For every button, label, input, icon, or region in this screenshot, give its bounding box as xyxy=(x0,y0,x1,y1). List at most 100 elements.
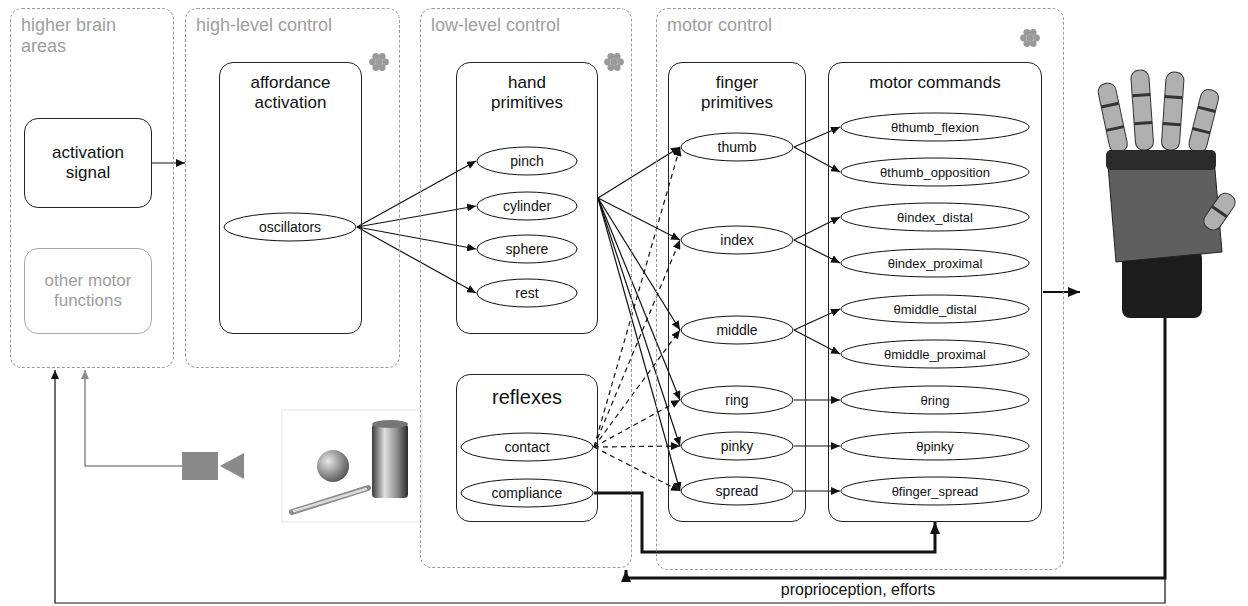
primitive-ellipse: ring xyxy=(680,385,794,415)
ellipse-shape xyxy=(841,386,1029,414)
panel-heading: high-level control xyxy=(196,15,399,36)
ellipse-label: spread xyxy=(716,483,759,499)
box-title: activation signal xyxy=(38,143,138,184)
command-label: θthumb_flexion xyxy=(891,120,979,135)
connector-arrow xyxy=(357,206,476,227)
panel-heading: higher brain areas xyxy=(21,15,141,56)
ellipse-shape xyxy=(841,340,1029,368)
primitive-ellipse: pinky xyxy=(680,431,794,461)
primitive-ellipse: compliance xyxy=(460,478,594,508)
ellipse-shape xyxy=(841,158,1029,186)
connector-arrow xyxy=(357,161,476,227)
box-title: other motor functions xyxy=(38,271,138,312)
feedback-line xyxy=(626,318,1165,578)
disabled-box: other motor functions xyxy=(24,248,152,334)
command-label: θindex_distal xyxy=(897,210,973,225)
connector-arrow xyxy=(794,490,840,491)
ellipse-label: compliance xyxy=(492,485,563,501)
ellipse-label: pinch xyxy=(510,153,543,169)
command-label: θring xyxy=(921,393,950,408)
box-title: reflexes xyxy=(462,385,592,409)
connector-arrow xyxy=(794,309,840,330)
command-ellipse: θthumb_opposition xyxy=(840,157,1030,187)
hand-palm xyxy=(1108,158,1222,262)
command-ellipse: θindex_distal xyxy=(840,202,1030,232)
camera-body xyxy=(182,452,218,480)
hand-finger xyxy=(1097,82,1129,154)
ellipse-label: index xyxy=(720,232,753,248)
ellipse-shape xyxy=(681,386,793,414)
module-icon xyxy=(369,53,389,71)
pen-object xyxy=(292,488,368,512)
control-panel: motor controlfinger primitivesthumbindex… xyxy=(656,8,1064,570)
control-panel: higher brain areas activation signal other… xyxy=(10,8,174,368)
connector-arrow xyxy=(152,162,185,163)
camera-lens xyxy=(220,453,244,479)
primitive-ellipse: oscillators xyxy=(223,212,357,242)
primitive-ellipse: cylinder xyxy=(476,191,578,221)
ellipse-label: contact xyxy=(504,439,549,455)
can-object xyxy=(372,424,408,498)
module-icon xyxy=(1020,29,1040,47)
primitive-ellipse: contact xyxy=(460,432,594,462)
robot-hand xyxy=(1097,70,1239,318)
command-ellipse: θthumb_flexion xyxy=(840,112,1030,142)
ellipse-shape xyxy=(841,432,1029,460)
connector-arrow xyxy=(794,147,840,172)
can-top xyxy=(372,420,408,428)
command-label: θindex_proximal xyxy=(888,256,983,271)
primitive-ellipse: middle xyxy=(680,315,794,345)
ellipse-shape xyxy=(681,226,793,254)
ellipse-shape xyxy=(477,235,577,263)
ellipse-shape xyxy=(461,433,593,461)
ellipse-shape xyxy=(841,295,1029,323)
ellipse-shape xyxy=(681,477,793,505)
hand-knuckles xyxy=(1106,150,1216,170)
module-icon xyxy=(604,53,624,71)
control-panel: low-level controlhand primitivespinchcyl… xyxy=(420,8,632,568)
primitive-ellipse: sphere xyxy=(476,234,578,264)
ellipse-label: cylinder xyxy=(503,198,551,214)
box-title: affordance activation xyxy=(235,73,347,114)
command-label: θthumb_opposition xyxy=(880,165,990,180)
sphere-object xyxy=(317,450,349,482)
command-ellipse: θring xyxy=(840,385,1030,415)
ellipse-shape xyxy=(224,213,356,241)
hand-thumb xyxy=(1201,190,1239,233)
command-ellipse: θindex_proximal xyxy=(840,248,1030,278)
command-ellipse: θmiddle_distal xyxy=(840,294,1030,324)
connector-arrow xyxy=(794,240,840,263)
connector-arrow xyxy=(794,127,840,147)
primitive-ellipse: spread xyxy=(680,476,794,506)
vision-line xyxy=(85,370,182,466)
hand-finger xyxy=(1161,72,1184,151)
feedback-line xyxy=(55,370,1165,603)
hand-finger xyxy=(1187,88,1220,154)
signal-box: activation signal xyxy=(24,118,152,208)
module-box: finger primitivesthumbindexmiddleringpin… xyxy=(668,62,806,522)
command-label: θpinky xyxy=(916,439,954,454)
ellipse-shape xyxy=(841,249,1029,277)
ellipse-shape xyxy=(477,279,577,307)
ellipse-label: oscillators xyxy=(259,219,321,235)
command-ellipse: θpinky xyxy=(840,431,1030,461)
ellipse-label: middle xyxy=(716,322,757,338)
command-ellipse: θmiddle_proximal xyxy=(840,339,1030,369)
signal-label: proprioception, efforts xyxy=(777,581,939,599)
panel-heading: motor control xyxy=(667,15,1063,36)
primitive-ellipse: pinch xyxy=(476,146,578,176)
command-ellipse: θfinger_spread xyxy=(840,476,1030,506)
module-box: motor commandsθthumb_flexionθthumb_oppos… xyxy=(828,62,1042,522)
ellipse-shape xyxy=(477,147,577,175)
primitive-ellipse: rest xyxy=(476,278,578,308)
ellipse-label: rest xyxy=(515,285,538,301)
ellipse-shape xyxy=(477,192,577,220)
hand-finger xyxy=(1130,70,1154,151)
ellipse-shape xyxy=(841,477,1029,505)
connector-arrow xyxy=(357,227,476,249)
box-title: finger primitives xyxy=(687,73,787,114)
connector-arrow xyxy=(794,217,840,240)
ellipse-label: ring xyxy=(725,392,748,408)
ellipse-label: pinky xyxy=(721,438,754,454)
